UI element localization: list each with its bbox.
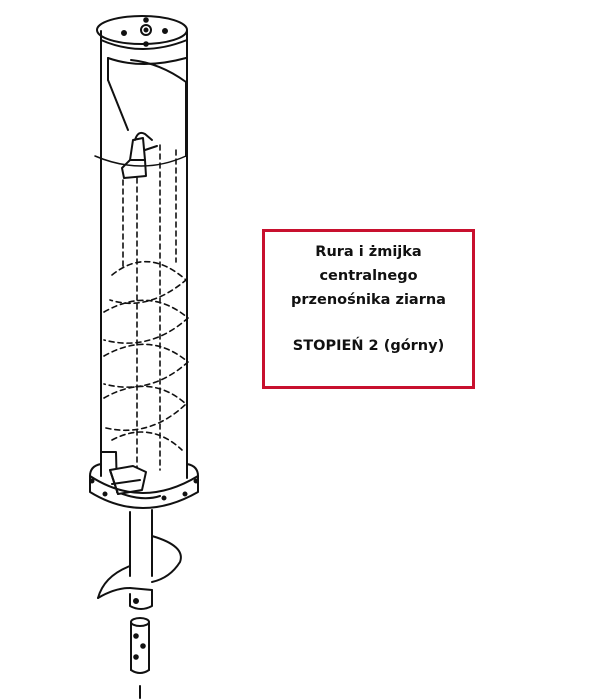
caption-gap xyxy=(265,312,472,334)
hidden-auger xyxy=(103,144,189,471)
caption-line-3: przenośnika ziarna xyxy=(291,292,446,308)
lower-auger-blade xyxy=(109,465,147,495)
caption-stage: STOPIEŃ 2 (górny) xyxy=(292,338,445,354)
shaft-pin xyxy=(130,617,150,699)
top-cap xyxy=(96,15,188,50)
upper-shaft-coupling xyxy=(121,131,158,179)
cutaway-window xyxy=(94,57,187,167)
lower-shaft xyxy=(97,509,182,610)
bottom-flange xyxy=(89,463,199,509)
tube-walls xyxy=(100,34,188,477)
caption-line-1: Rura i żmijka xyxy=(315,244,422,260)
caption-line-2: centralnego xyxy=(319,268,418,284)
caption-box: Rura i żmijka centralnego przenośnika zi… xyxy=(262,229,475,389)
